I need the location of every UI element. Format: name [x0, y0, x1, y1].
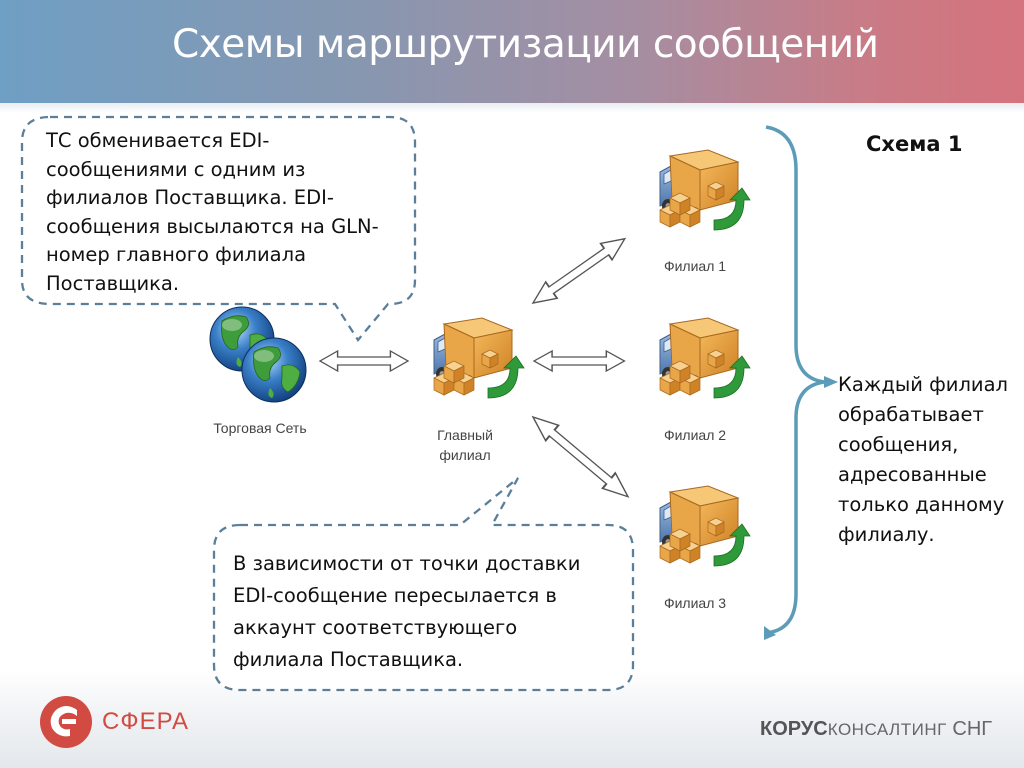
branch-3-truck-icon — [659, 485, 751, 567]
korus-consulting-logo: КОРУСКОНСАЛТИНГ СНГ — [760, 718, 992, 741]
page-title: Схемы маршрутизации сообщений — [172, 22, 879, 67]
scheme-note-line: филиалу. — [838, 523, 935, 546]
callout-top-text: ТС обменивается EDI- сообщениями с одним… — [46, 127, 406, 298]
scheme-note-line: обрабатывает — [838, 403, 984, 426]
callout-top-line: ТС обменивается EDI- — [46, 129, 270, 152]
branch-3-label: Филиал 3 — [663, 595, 727, 611]
title-banner: Схемы маршрутизации сообщений — [0, 0, 1024, 103]
callout-bottom-text: В зависимости от точки доставки EDI-сооб… — [233, 548, 628, 676]
korus-logo-regular: КОНСАЛТИНГ — [827, 720, 947, 739]
retail-network-icon — [209, 306, 307, 403]
callout-bottom-line: EDI-сообщение пересылается в — [233, 584, 557, 607]
side-note-pointer — [824, 376, 838, 388]
callout-top-bubble — [20, 115, 417, 342]
scheme-note-line: только данному — [838, 493, 1005, 516]
korus-logo-suffix: СНГ — [952, 718, 993, 740]
arrow-main-to-branch-3 — [525, 408, 636, 506]
callout-top-line: сообщения высылаются на GLN- — [46, 214, 379, 238]
callout-top-line: филиалов Поставщика. EDI- — [46, 186, 334, 209]
title-banner-shadow — [0, 103, 1024, 113]
retail-network-label: Торговая Сеть — [213, 420, 307, 436]
scheme-note-line: адресованные — [838, 463, 987, 486]
main-branch-label-line: филиал — [439, 447, 491, 463]
callout-top-line: Поставщика. — [46, 271, 180, 295]
scheme-bracket — [765, 125, 825, 635]
branch-2-label: Филиал 2 — [663, 427, 727, 443]
arrow-retail-to-main — [319, 350, 409, 372]
branch-1-label: Филиал 1 — [663, 258, 727, 274]
branch-2-truck-icon — [659, 317, 751, 399]
callout-bottom-line: В зависимости от точки доставки — [233, 552, 581, 575]
sfera-logo-mark — [40, 696, 92, 748]
arrow-main-to-branch-1 — [526, 229, 632, 313]
korus-logo-bold: КОРУС — [760, 718, 828, 740]
callout-top-line: номер главного филиала — [46, 243, 307, 266]
scheme-note-line: Каждый филиал — [838, 373, 1009, 396]
scheme-note: Каждый филиал обрабатывает сообщения, ад… — [838, 370, 1018, 550]
callout-bottom-line: аккаунт соответствующего — [233, 616, 518, 639]
callout-bottom-line: филиала Поставщика. — [233, 648, 464, 671]
arrow-main-to-branch-2 — [533, 350, 626, 372]
scheme-note-line: сообщения, — [838, 433, 959, 456]
bracket-arrowhead — [764, 626, 776, 640]
scheme-title: Схема 1 — [866, 132, 963, 156]
main-branch-truck-icon — [433, 317, 525, 399]
main-branch-label: Главный филиал — [405, 425, 525, 465]
main-branch-label-line: Главный — [437, 427, 493, 443]
callout-top-line: сообщениями с одним из — [46, 157, 306, 181]
sfera-logo-text: СФЕРА — [102, 708, 189, 735]
branch-1-truck-icon — [659, 149, 751, 231]
callout-bottom-bubble — [212, 477, 635, 692]
